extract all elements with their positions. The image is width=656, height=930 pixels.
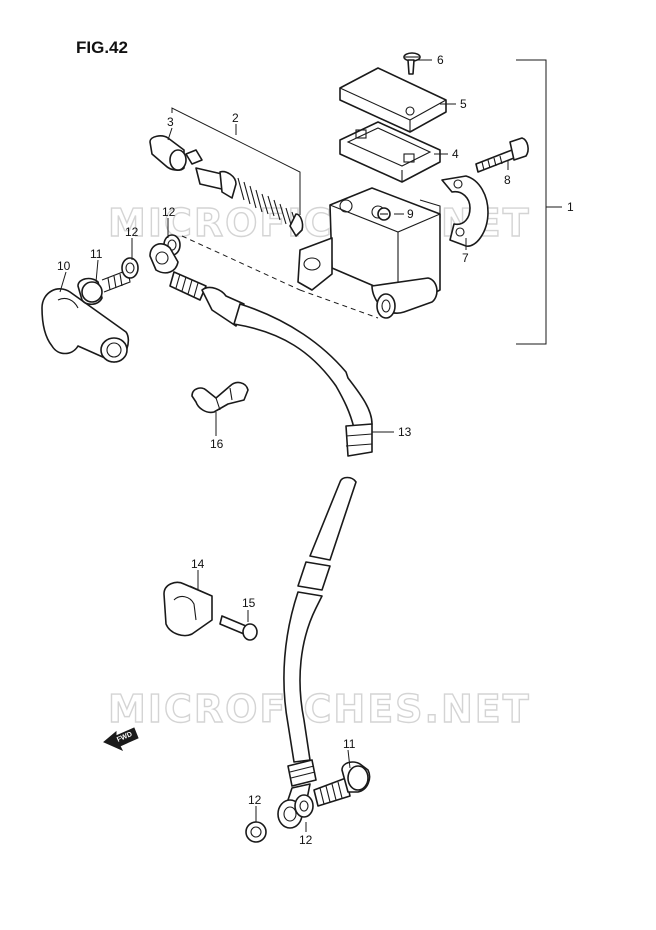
alignment-line [181, 235, 301, 291]
callout-14: 14 [191, 557, 205, 571]
sealing-washer-lower-right [294, 794, 314, 818]
piston-assembly [185, 149, 304, 237]
callout-5: 5 [460, 97, 467, 111]
callout-12-lower-left: 12 [248, 793, 262, 807]
watermark-bottom: MICROFICHES.NET [108, 687, 531, 731]
callout-7: 7 [462, 251, 469, 265]
callout-16: 16 [210, 437, 224, 451]
callout-6: 6 [437, 53, 444, 67]
callout-12-upper-left: 12 [125, 225, 139, 239]
callout-8: 8 [504, 173, 511, 187]
banjo-bolt-upper [77, 269, 131, 306]
bracket-bolt [219, 615, 258, 641]
callout-1: 1 [567, 200, 574, 214]
callout-10: 10 [57, 259, 71, 273]
hose-clip [191, 381, 249, 414]
assembly-bracket [516, 59, 562, 345]
callout-12-upper-right: 12 [162, 205, 176, 219]
forward-arrow-icon: FWD [103, 727, 139, 752]
master-cylinder-body [297, 187, 441, 319]
figure-title: FIG.42 [76, 38, 128, 57]
sealing-washer-upper-left [121, 257, 139, 279]
leader-lines [59, 59, 509, 832]
banjo-bolt-lower [313, 761, 371, 807]
callout-4: 4 [452, 147, 459, 161]
sealing-washer-lower-left [245, 821, 267, 843]
callout-2: 2 [232, 111, 239, 125]
piston-kit-bracket [171, 107, 301, 215]
callout-3: 3 [167, 115, 174, 129]
clamp-bolt [475, 137, 529, 173]
callout-11-upper: 11 [90, 247, 103, 261]
callout-9: 9 [407, 207, 414, 221]
alignment-line [299, 289, 379, 319]
reservoir-cap-screw [403, 52, 421, 75]
callout-12-lower-right: 12 [299, 833, 313, 847]
handlebar-clamp [441, 175, 489, 247]
brake-hose [149, 243, 373, 829]
callout-15: 15 [242, 596, 256, 610]
reservoir-diaphragm [339, 121, 441, 183]
dust-boot [149, 135, 187, 171]
hose-guide-bracket [163, 581, 213, 637]
callout-13: 13 [398, 425, 412, 439]
reservoir-cap [339, 67, 447, 133]
bleeder-screw [377, 207, 391, 221]
callout-11-lower: 11 [343, 737, 356, 751]
